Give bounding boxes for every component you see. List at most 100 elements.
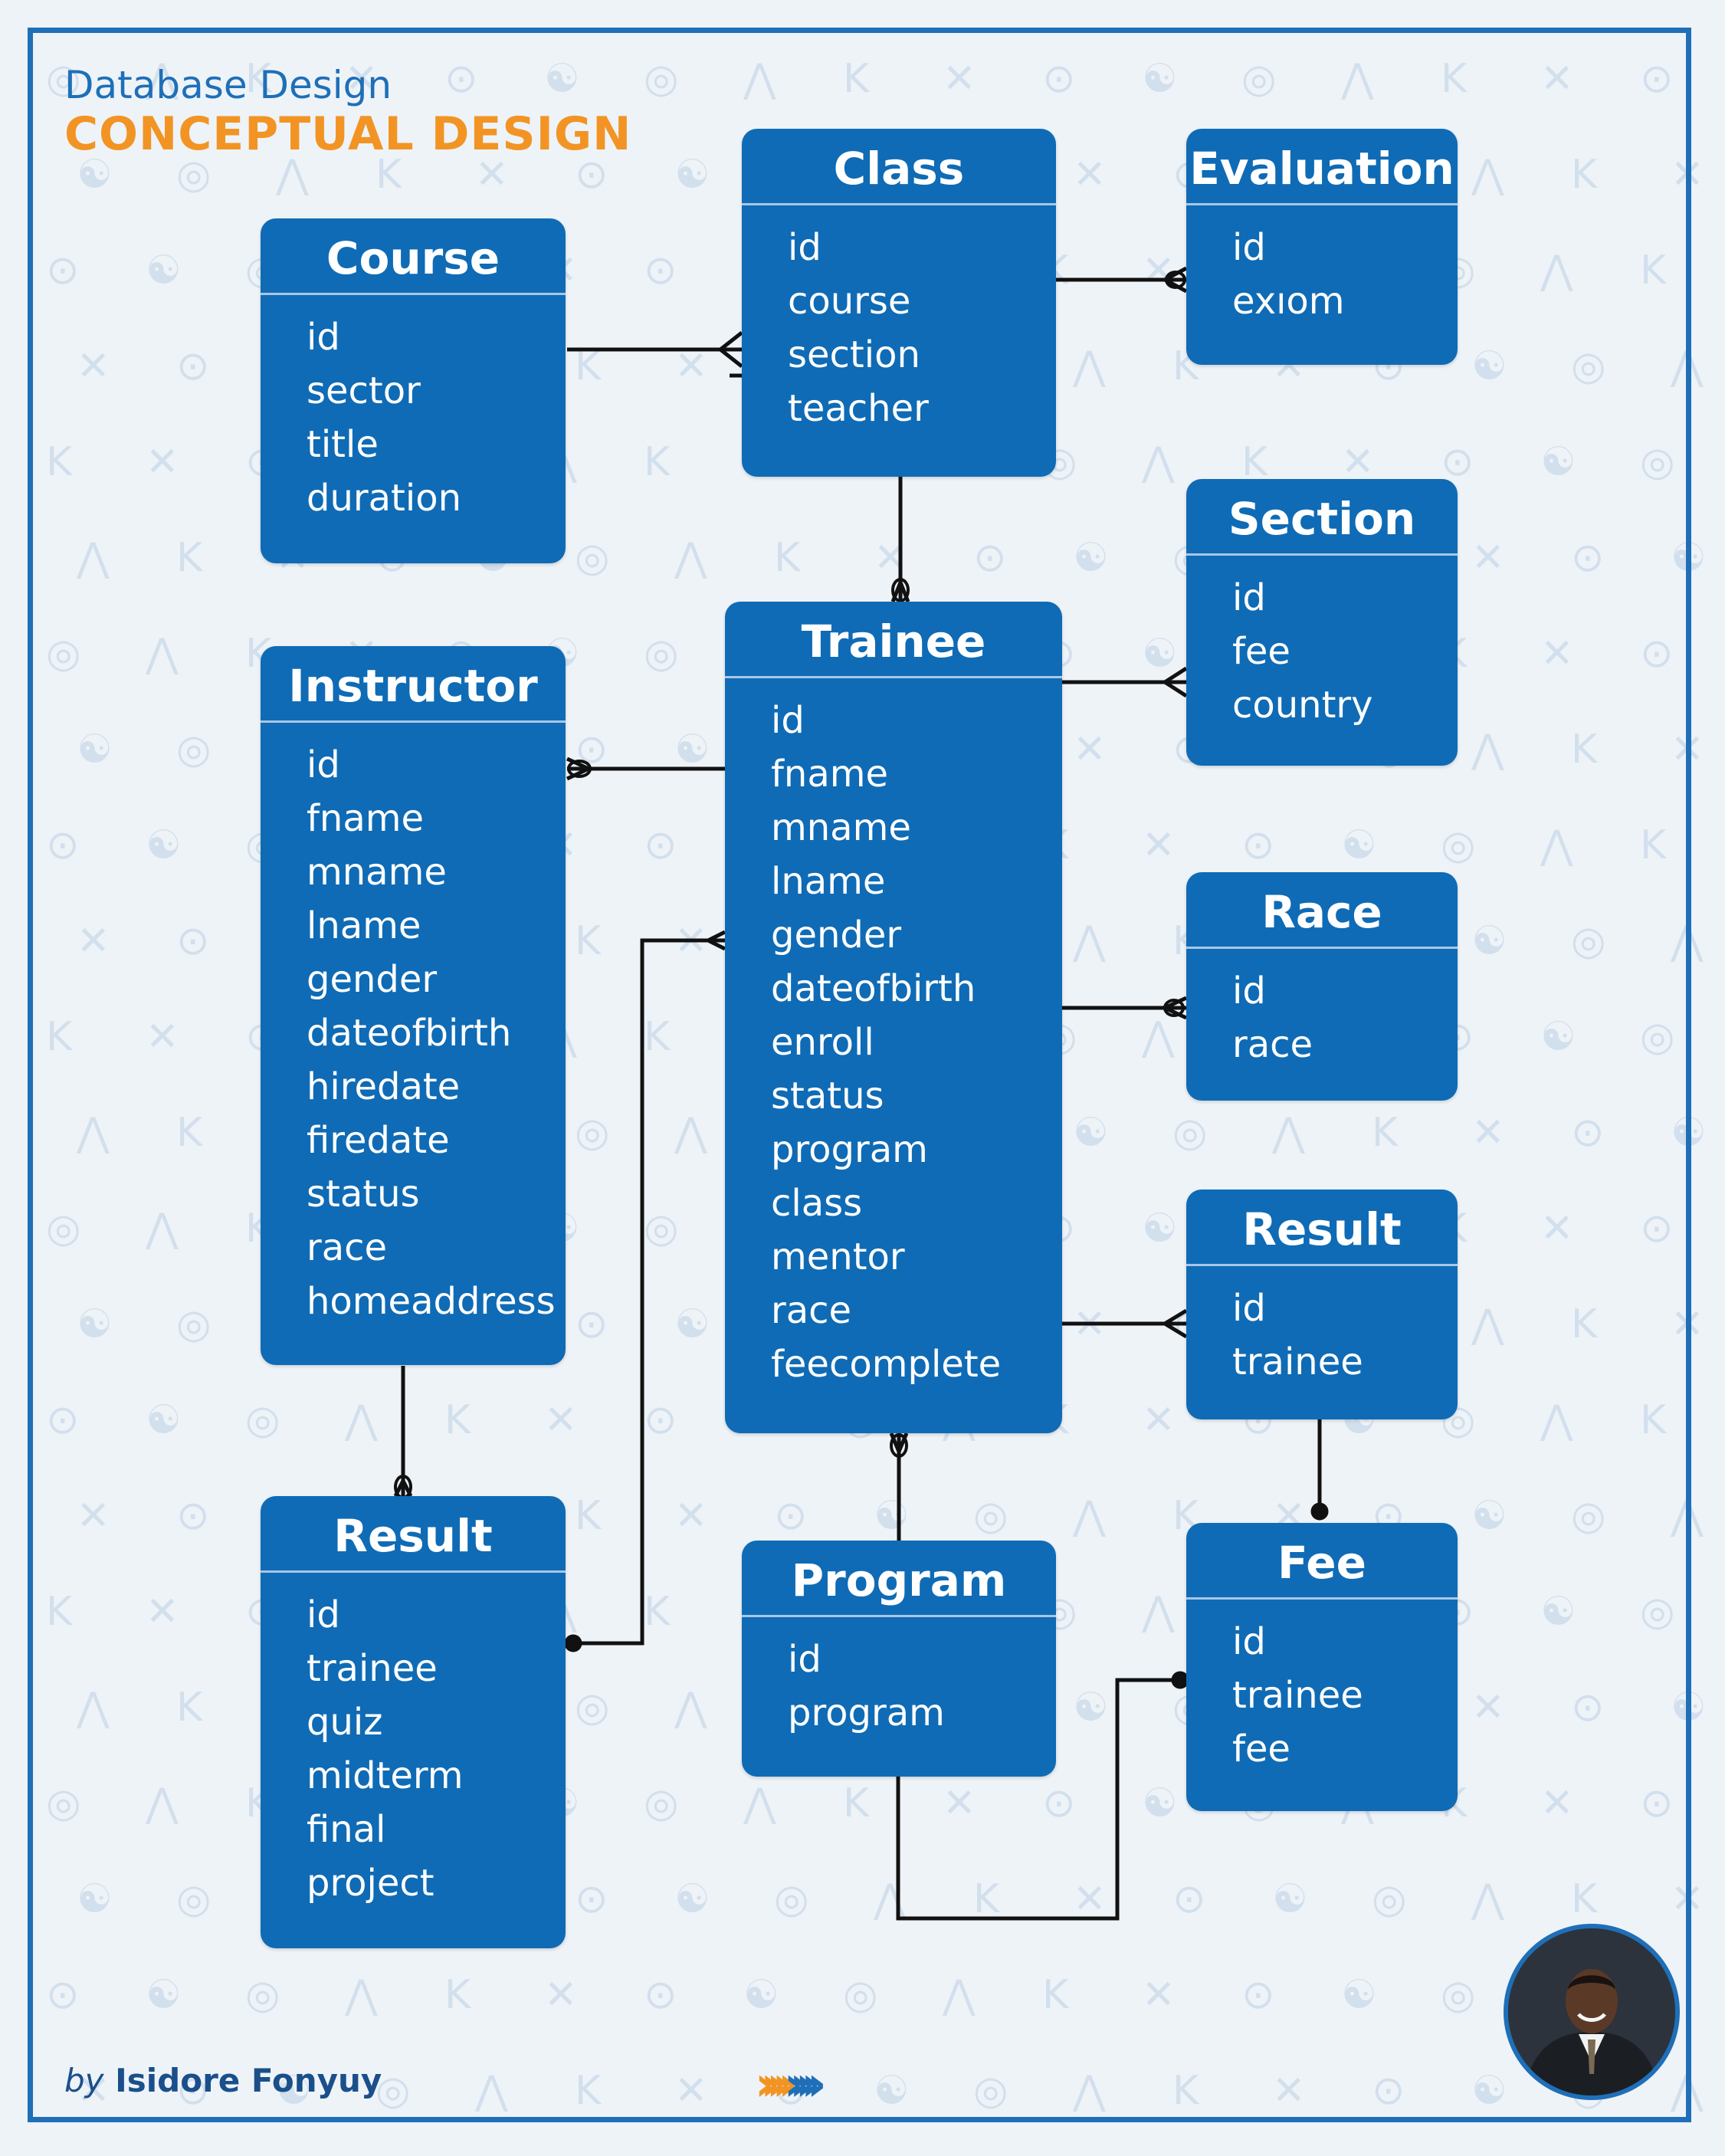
background-glyph: ⊙ <box>46 1972 80 2018</box>
background-glyph: ☯ <box>146 1397 182 1443</box>
background-glyph: ☯ <box>1341 822 1377 868</box>
entity-field: fname <box>307 797 425 840</box>
entity-field: homeaddress <box>307 1280 556 1323</box>
background-glyph: ✕ <box>943 56 976 102</box>
background-glyph: ⋀ <box>1540 248 1573 294</box>
background-glyph: ⊙ <box>444 56 478 102</box>
entity-field: quiz <box>307 1701 383 1744</box>
entity-field: lname <box>771 860 886 903</box>
background-glyph: ☯ <box>146 1972 182 2018</box>
background-glyph: K <box>1571 1301 1599 1347</box>
entity-field: feecomplete <box>771 1343 1002 1386</box>
entity-field: id <box>307 316 340 359</box>
background-glyph: ⋀ <box>1540 1397 1573 1443</box>
background-glyph: ◎ <box>1172 1110 1207 1156</box>
rel-trainee-race-circle <box>1163 999 1185 1017</box>
background-glyph: ☯ <box>1471 918 1507 964</box>
entity-field: id <box>307 1593 340 1636</box>
background-glyph: ✕ <box>1341 439 1375 485</box>
background-glyph: ☯ <box>874 1493 910 1539</box>
background-glyph: ◎ <box>176 727 211 773</box>
background-glyph: ✕ <box>1540 631 1574 677</box>
background-glyph: ⋀ <box>873 1876 907 1922</box>
background-glyph: ✕ <box>1471 535 1505 581</box>
background-glyph: ✕ <box>544 1397 578 1443</box>
rel-program-fee-dot <box>1171 1671 1189 1689</box>
background-glyph: ⋀ <box>145 1780 179 1826</box>
background-glyph: K <box>644 1014 671 1060</box>
background-glyph: ⊙ <box>644 822 677 868</box>
entity-field: status <box>771 1075 884 1117</box>
rel-trainee-result-left <box>573 938 725 1646</box>
background-glyph: ◎ <box>575 1110 609 1156</box>
background-glyph: ◎ <box>644 1780 678 1826</box>
background-glyph: ⊙ <box>1172 1876 1206 1922</box>
background-glyph: ⊙ <box>1571 1685 1605 1731</box>
background-glyph: ✕ <box>1142 822 1176 868</box>
background-glyph: ⊙ <box>1571 1110 1605 1156</box>
background-glyph: K <box>1042 1972 1070 2018</box>
background-glyph: ⋀ <box>942 1972 976 2018</box>
background-glyph: ⊙ <box>1441 439 1474 485</box>
page-subtitle: Database Design <box>64 63 392 107</box>
entity-title: Result <box>261 1496 566 1573</box>
background-glyph: K <box>575 918 602 964</box>
entity-field: race <box>307 1226 388 1269</box>
background-glyph: ⊙ <box>644 1397 677 1443</box>
background-glyph: ✕ <box>1540 56 1574 102</box>
background-glyph: K <box>1640 1397 1668 1443</box>
entity-field: id <box>771 699 805 742</box>
background-glyph: ⋀ <box>76 1110 110 1156</box>
background-glyph: ⊙ <box>575 1301 608 1347</box>
background-glyph: ⋀ <box>145 1206 179 1252</box>
background-glyph: ◎ <box>176 1876 211 1922</box>
entity-field: program <box>771 1128 928 1171</box>
background-glyph: ⋀ <box>76 1685 110 1731</box>
entity-field: firedate <box>307 1119 450 1162</box>
entity-field: duration <box>307 477 461 520</box>
background-glyph: ✕ <box>146 439 179 485</box>
entity-field: final <box>307 1808 386 1851</box>
background-glyph: ⊙ <box>575 152 608 198</box>
entity-field: gender <box>771 914 902 957</box>
rel-program-fee <box>896 1678 1186 1921</box>
entity-field: trainee <box>307 1647 438 1690</box>
background-glyph: ⊙ <box>1640 631 1674 677</box>
background-glyph: K <box>176 1685 204 1731</box>
background-glyph: ⋀ <box>674 1110 707 1156</box>
entity-field: enroll <box>771 1021 874 1064</box>
background-glyph: ✕ <box>345 56 379 102</box>
background-glyph: ◎ <box>1441 822 1475 868</box>
background-glyph: ⋀ <box>1141 439 1175 485</box>
background-glyph: ⊙ <box>176 1493 210 1539</box>
entity-title: Instructor <box>261 646 566 723</box>
background-glyph: K <box>1571 727 1599 773</box>
background-glyph: ✕ <box>1471 1685 1505 1731</box>
background-glyph: ◎ <box>1640 1014 1674 1060</box>
background-glyph: ☯ <box>1540 1589 1576 1635</box>
background-glyph: K <box>444 1397 472 1443</box>
background-glyph: ⊙ <box>1372 2068 1405 2114</box>
background-glyph: K <box>176 535 204 581</box>
entity-field: dateofbirth <box>307 1012 512 1055</box>
entity-title: Race <box>1186 872 1458 949</box>
background-glyph: ✕ <box>943 1780 976 1826</box>
background-glyph: ✕ <box>674 2068 708 2114</box>
background-glyph: ⋀ <box>145 56 179 102</box>
background-glyph: ☯ <box>1073 1685 1109 1731</box>
background-glyph: ☯ <box>674 1876 710 1922</box>
background-glyph: ☯ <box>77 1876 113 1922</box>
background-glyph: K <box>245 56 273 102</box>
background-glyph: ✕ <box>544 1972 578 2018</box>
author-byline: by Isidore Fonyuy <box>64 2062 382 2099</box>
background-glyph: ☯ <box>276 2068 312 2114</box>
